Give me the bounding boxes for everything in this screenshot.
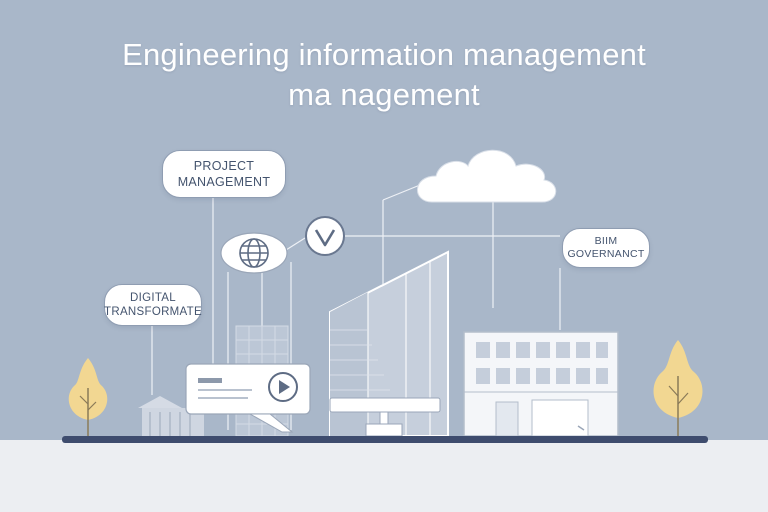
- bim-governance-label: BIIM GOVERNANCT: [562, 228, 650, 268]
- checkmark-icon: [305, 216, 345, 256]
- project-management-label: PROJECT MANAGEMENT: [162, 150, 286, 198]
- baseline: [62, 436, 708, 443]
- cloud-icon: [417, 149, 557, 203]
- office-building: [463, 331, 619, 437]
- small-building: [138, 396, 204, 436]
- tree-right: [653, 340, 703, 436]
- digital-transformation-label: DIGITAL TRANSFORMATE: [104, 284, 202, 326]
- ground: [0, 440, 768, 512]
- media-panel: [185, 363, 311, 433]
- page-title-line-2: ma nagement: [288, 77, 480, 112]
- glass-tower: [329, 250, 449, 437]
- play-icon: [268, 372, 298, 402]
- connector-lines: [151, 184, 561, 430]
- tree-left: [68, 358, 108, 436]
- globe-icon: [239, 238, 269, 268]
- page-title-line-1: Engineering information management: [122, 37, 646, 72]
- globe-bubble: [220, 232, 288, 274]
